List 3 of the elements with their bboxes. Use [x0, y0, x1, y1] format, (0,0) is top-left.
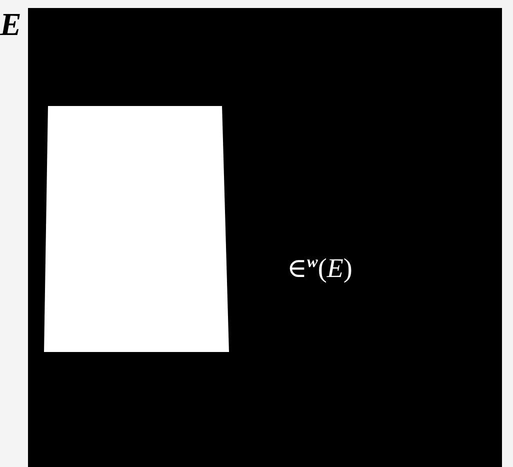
- formula-label: ∈$^{w}$(E): [287, 254, 352, 282]
- quadrilateral-shape: [44, 106, 229, 352]
- set-label: E: [0, 8, 22, 40]
